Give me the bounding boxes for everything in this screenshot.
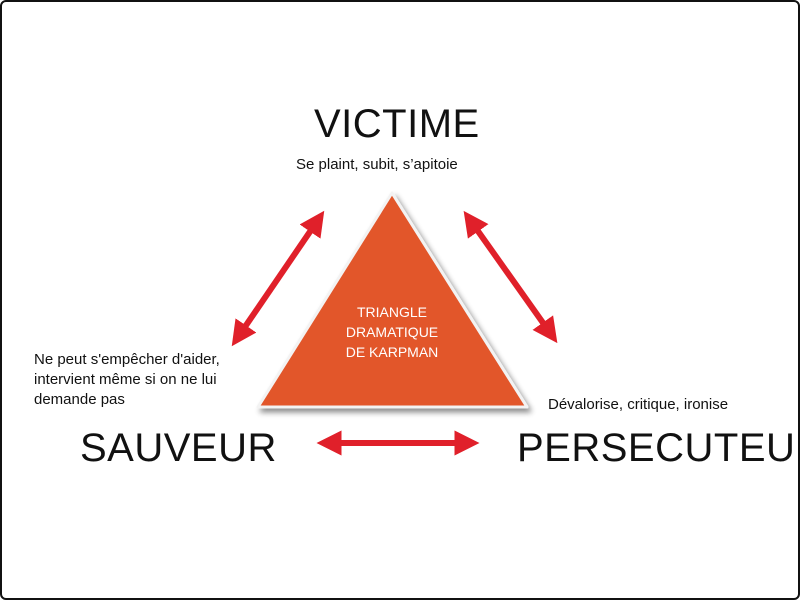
victime-description: Se plaint, subit, s’apitoie [296,156,458,173]
sauveur-description-line: Ne peut s'empêcher d'aider, [34,351,220,368]
karpman-triangle [256,191,529,409]
triangle-label: TRIANGLE DRAMATIQUE DE KARPMAN [322,302,462,362]
triangle-label-line: DRAMATIQUE [345,324,439,340]
double-arrow-right-side [463,210,558,344]
triangle-label-line: TRIANGLE [356,304,427,320]
sauveur-description-line: demande pas [34,391,125,408]
sauveur-description-line: intervient même si on ne lui [34,371,217,388]
triangle-label-line: DE KARPMAN [345,344,439,360]
persecuteur-description: Dévalorise, critique, ironise [548,396,729,413]
role-persecuteur: PERSECUTEUR [517,426,800,470]
sauveur-description: Ne peut s'empêcher d'aider, intervient m… [34,350,220,410]
double-arrow-left-side [231,210,325,347]
role-sauveur: SAUVEUR [80,426,277,470]
role-victime: VICTIME [314,102,480,146]
